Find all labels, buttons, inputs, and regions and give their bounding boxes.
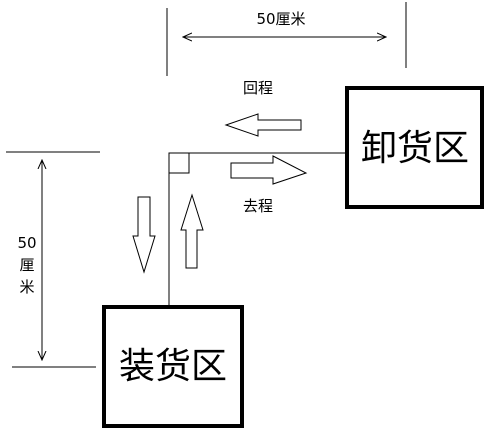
right-angle-marker [168, 152, 190, 174]
vertical-dimension: 50 厘 米 [6, 151, 100, 368]
loading-zone: 装货区 [102, 305, 244, 428]
vertical-dimension-label-3: 米 [19, 278, 34, 296]
vertical-dimension-label-2: 厘 [19, 256, 34, 274]
loading-zone-label: 装货区 [119, 346, 227, 387]
outbound-arrow-up [180, 193, 204, 269]
unloading-zone-box [345, 86, 484, 209]
horizontal-dimension-label: 50厘米 [256, 10, 305, 28]
return-arrow-left [224, 113, 302, 137]
horizontal-dimension: 50厘米 [166, 2, 407, 76]
outbound-route: 去程 [180, 155, 308, 269]
return-route-label: 回程 [243, 79, 273, 97]
outbound-route-label: 去程 [243, 197, 273, 215]
route-path [168, 152, 346, 306]
unloading-zone-label: 卸货区 [361, 128, 469, 169]
outbound-arrow-right [230, 155, 308, 185]
unloading-zone: 卸货区 [345, 86, 484, 209]
loading-zone-box [102, 305, 244, 428]
vertical-dimension-label-1: 50 [17, 234, 36, 252]
return-route: 回程 [132, 79, 302, 274]
return-arrow-down [132, 196, 156, 274]
